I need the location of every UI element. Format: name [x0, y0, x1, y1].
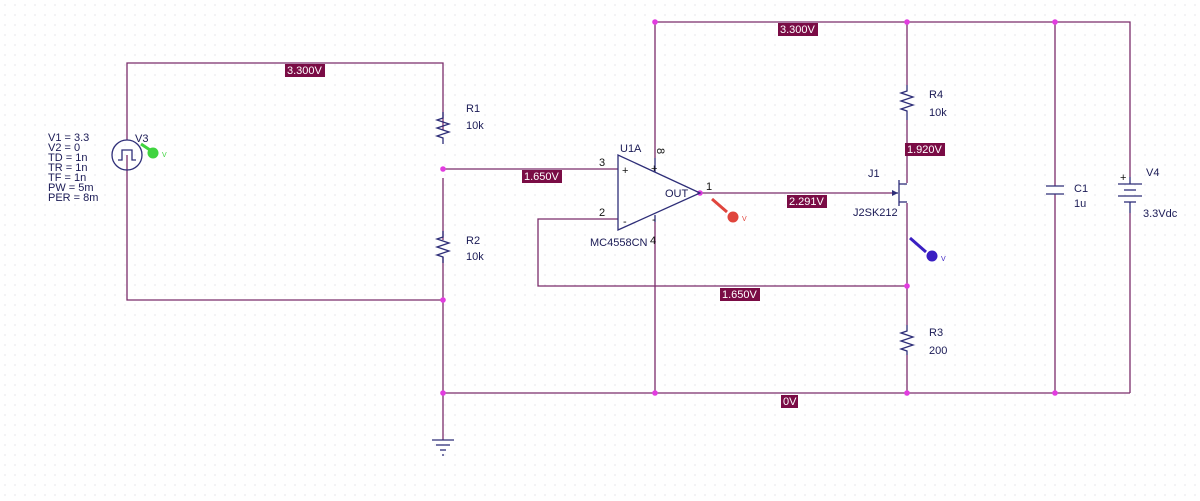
node-ground-c1: [1052, 390, 1058, 396]
voltage-tag-opamp-out[interactable]: 2.291V: [787, 195, 827, 208]
opamp-part: MC4558CN: [590, 237, 648, 249]
r4-ref: R4: [929, 89, 943, 101]
wire-top-rail: [655, 21, 1131, 177]
node-top-c1: [1052, 19, 1058, 25]
voltage-tag-left-top[interactable]: 3.300V: [285, 64, 325, 77]
opamp-ref: U1A: [620, 143, 642, 155]
opamp-plus-sign: +: [622, 165, 628, 177]
node-ground-left: [440, 390, 446, 396]
svg-text:3.300V: 3.300V: [287, 65, 323, 77]
nodes: [440, 19, 1058, 396]
ground-icon: [432, 439, 454, 456]
r1-ref: R1: [466, 103, 480, 115]
v3-param: V2 = 0: [48, 142, 80, 154]
opamp-out-label: OUT: [665, 188, 689, 200]
probe-v-mark: V: [742, 216, 747, 223]
battery-plus-sign: +: [1120, 172, 1126, 184]
vplus-pin-sign: +: [651, 163, 657, 175]
resistor-r4[interactable]: R4 10k: [898, 85, 947, 120]
pin-vplus: 8: [654, 148, 666, 154]
probe-v-mark: V: [162, 152, 167, 159]
node-ground-r3: [904, 390, 910, 396]
voltage-probe-red[interactable]: V: [711, 197, 747, 223]
node-top-vplus: [652, 19, 658, 25]
v3-param: TR = 1n: [48, 162, 87, 174]
v3-ref: V3: [135, 133, 148, 145]
pin-vminus: 4: [650, 235, 656, 247]
r4-value: 10k: [929, 107, 947, 119]
resistor-r3[interactable]: R3 200: [898, 325, 947, 357]
node-r2-bottom: [440, 297, 446, 303]
c1-value: 1u: [1074, 198, 1086, 210]
voltage-tag-drain[interactable]: 1.920V: [905, 143, 945, 156]
voltage-tag-divider[interactable]: 1.650V: [522, 170, 562, 183]
battery-v4[interactable]: + V4 3.3Vdc: [1118, 167, 1178, 220]
capacitor-c1[interactable]: C1 1u: [1046, 183, 1088, 210]
probe-v-mark: V: [941, 256, 946, 263]
c1-ref: C1: [1074, 183, 1088, 195]
v3-param: V1 = 3.3: [48, 132, 89, 144]
node-ground-vminus: [652, 390, 658, 396]
wire-feedback: [537, 218, 907, 287]
r1-value: 10k: [466, 120, 484, 132]
jfet-j1[interactable]: J1 J2SK212: [853, 168, 907, 219]
opamp-minus-sign: -: [623, 216, 627, 228]
resistor-r2[interactable]: R2 10k: [434, 231, 484, 263]
v3-source[interactable]: V3 V1 = 3.3 V2 = 0 TD = 1n TR = 1n TF = …: [48, 132, 148, 204]
jfet-part: J2SK212: [853, 207, 898, 219]
v3-param: PW = 5m: [48, 182, 94, 194]
v3-param: PER = 8m: [48, 192, 98, 204]
svg-text:1.920V: 1.920V: [907, 144, 943, 156]
v4-value: 3.3Vdc: [1143, 208, 1178, 220]
node-divider: [440, 166, 446, 172]
v3-param: TD = 1n: [48, 152, 87, 164]
pin-out: 1: [706, 181, 712, 193]
r2-ref: R2: [466, 235, 480, 247]
pin-inv: 2: [599, 207, 605, 219]
v3-params: V1 = 3.3 V2 = 0 TD = 1n TR = 1n TF = 1n …: [48, 132, 98, 204]
voltage-tag-feedback[interactable]: 1.650V: [720, 288, 760, 301]
wires: [126, 21, 1131, 440]
r2-value: 10k: [466, 251, 484, 263]
voltage-probe-blue[interactable]: V: [909, 236, 946, 263]
voltage-probe-green[interactable]: V: [140, 142, 167, 159]
r3-value: 200: [929, 345, 947, 357]
pin-noninv: 3: [599, 157, 605, 169]
v3-param: TF = 1n: [48, 172, 86, 184]
svg-text:1.650V: 1.650V: [722, 289, 758, 301]
node-source: [904, 283, 910, 289]
r3-ref: R3: [929, 327, 943, 339]
svg-text:3.300V: 3.300V: [780, 24, 816, 36]
voltage-tag-top-rail[interactable]: 3.300V: [778, 23, 818, 36]
v4-ref: V4: [1146, 167, 1159, 179]
opamp-u1a[interactable]: U1A MC4558CN + - OUT 3 2 1 8 4 + -: [590, 143, 712, 249]
svg-text:2.291V: 2.291V: [789, 196, 825, 208]
resistor-r1[interactable]: R1 10k: [434, 103, 484, 144]
svg-text:1.650V: 1.650V: [524, 171, 560, 183]
pulse-waveform-icon: [118, 149, 136, 161]
voltage-tag-ground[interactable]: 0V: [781, 395, 798, 408]
node-top-r4: [904, 19, 910, 25]
svg-text:0V: 0V: [783, 396, 797, 408]
vminus-pin-sign: -: [652, 214, 656, 226]
gate-arrow-icon: [892, 190, 898, 196]
jfet-ref: J1: [868, 168, 880, 180]
